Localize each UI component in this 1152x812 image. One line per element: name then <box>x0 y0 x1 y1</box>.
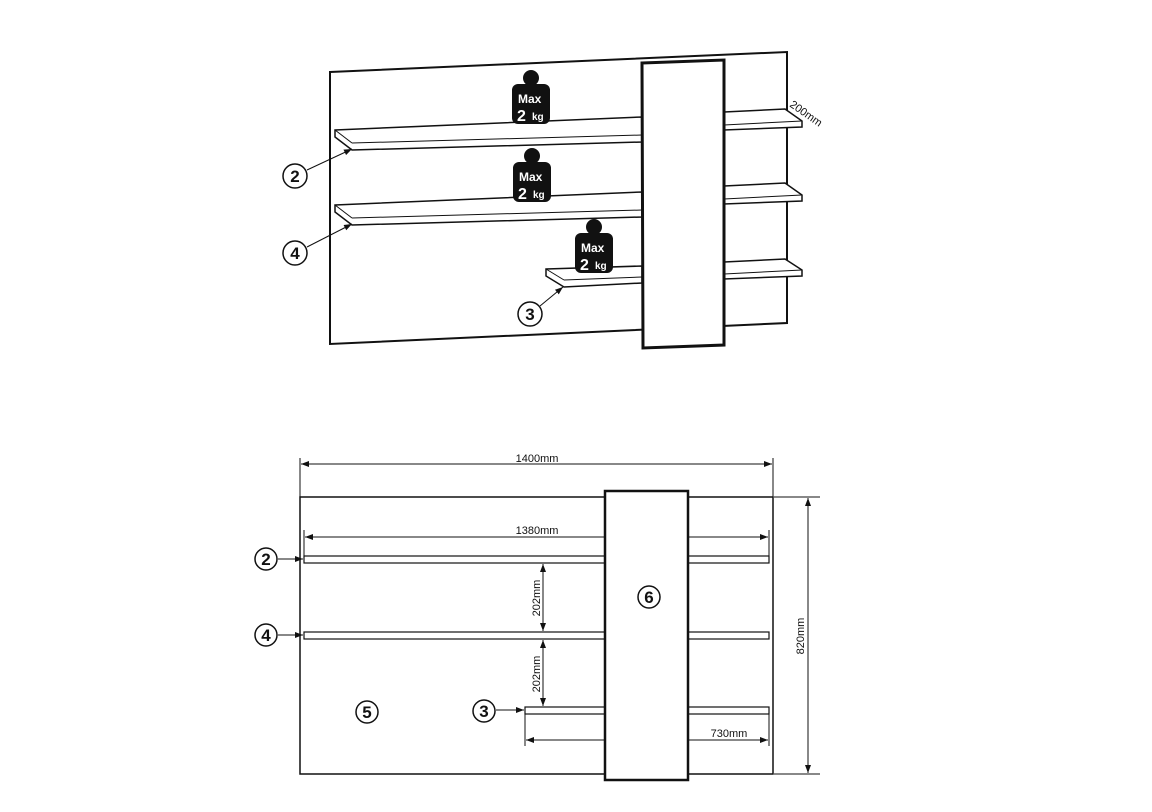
svg-text:2: 2 <box>518 186 527 203</box>
shelf-short <box>545 258 803 288</box>
svg-text:kg: kg <box>533 190 545 201</box>
column <box>603 489 690 782</box>
total-width-label: 1400mm <box>516 453 559 465</box>
svg-text:6: 6 <box>644 588 653 607</box>
callout-5: 5 <box>355 700 379 724</box>
perspective-view: 200mm Max 2 kg Max 2 kg Max 2 kg 2 4 3 <box>282 50 824 350</box>
front-view: 1400mm 1380mm 202mm 202mm 730mm 820mm 2 … <box>254 453 820 782</box>
svg-text:5: 5 <box>362 703 371 722</box>
shelf-middle <box>303 631 770 640</box>
shelf-width-label: 1380mm <box>516 525 559 537</box>
svg-text:Max: Max <box>519 170 543 184</box>
shelf-top <box>334 108 803 151</box>
callout-3: 3 <box>472 699 496 723</box>
svg-text:2: 2 <box>261 550 270 569</box>
svg-text:2: 2 <box>517 108 526 125</box>
weight-limit-icon: Max 2 kg <box>513 148 551 203</box>
callout-6: 6 <box>637 585 661 609</box>
svg-text:Max: Max <box>518 92 542 106</box>
svg-text:3: 3 <box>525 305 534 324</box>
svg-text:kg: kg <box>595 261 607 272</box>
svg-text:4: 4 <box>261 626 271 645</box>
callout-2: 2 <box>254 547 278 571</box>
callout-2: 2 <box>282 163 308 189</box>
svg-text:kg: kg <box>532 112 544 123</box>
callout-3: 3 <box>517 301 543 327</box>
column <box>640 58 726 350</box>
spacing-lower-label: 202mm <box>531 656 543 693</box>
weight-limit-icon: Max 2 kg <box>512 70 550 125</box>
svg-text:Max: Max <box>581 241 605 255</box>
short-shelf-width-label: 730mm <box>711 728 748 740</box>
height-label: 820mm <box>795 618 807 655</box>
svg-text:4: 4 <box>290 244 300 263</box>
spacing-upper-label: 202mm <box>531 580 543 617</box>
svg-text:3: 3 <box>479 702 488 721</box>
callout-4: 4 <box>282 240 308 266</box>
callout-4: 4 <box>254 623 278 647</box>
shelf-top <box>303 555 770 564</box>
weight-limit-icon: Max 2 kg <box>575 219 613 274</box>
svg-text:2: 2 <box>290 167 299 186</box>
svg-text:2: 2 <box>580 257 589 274</box>
